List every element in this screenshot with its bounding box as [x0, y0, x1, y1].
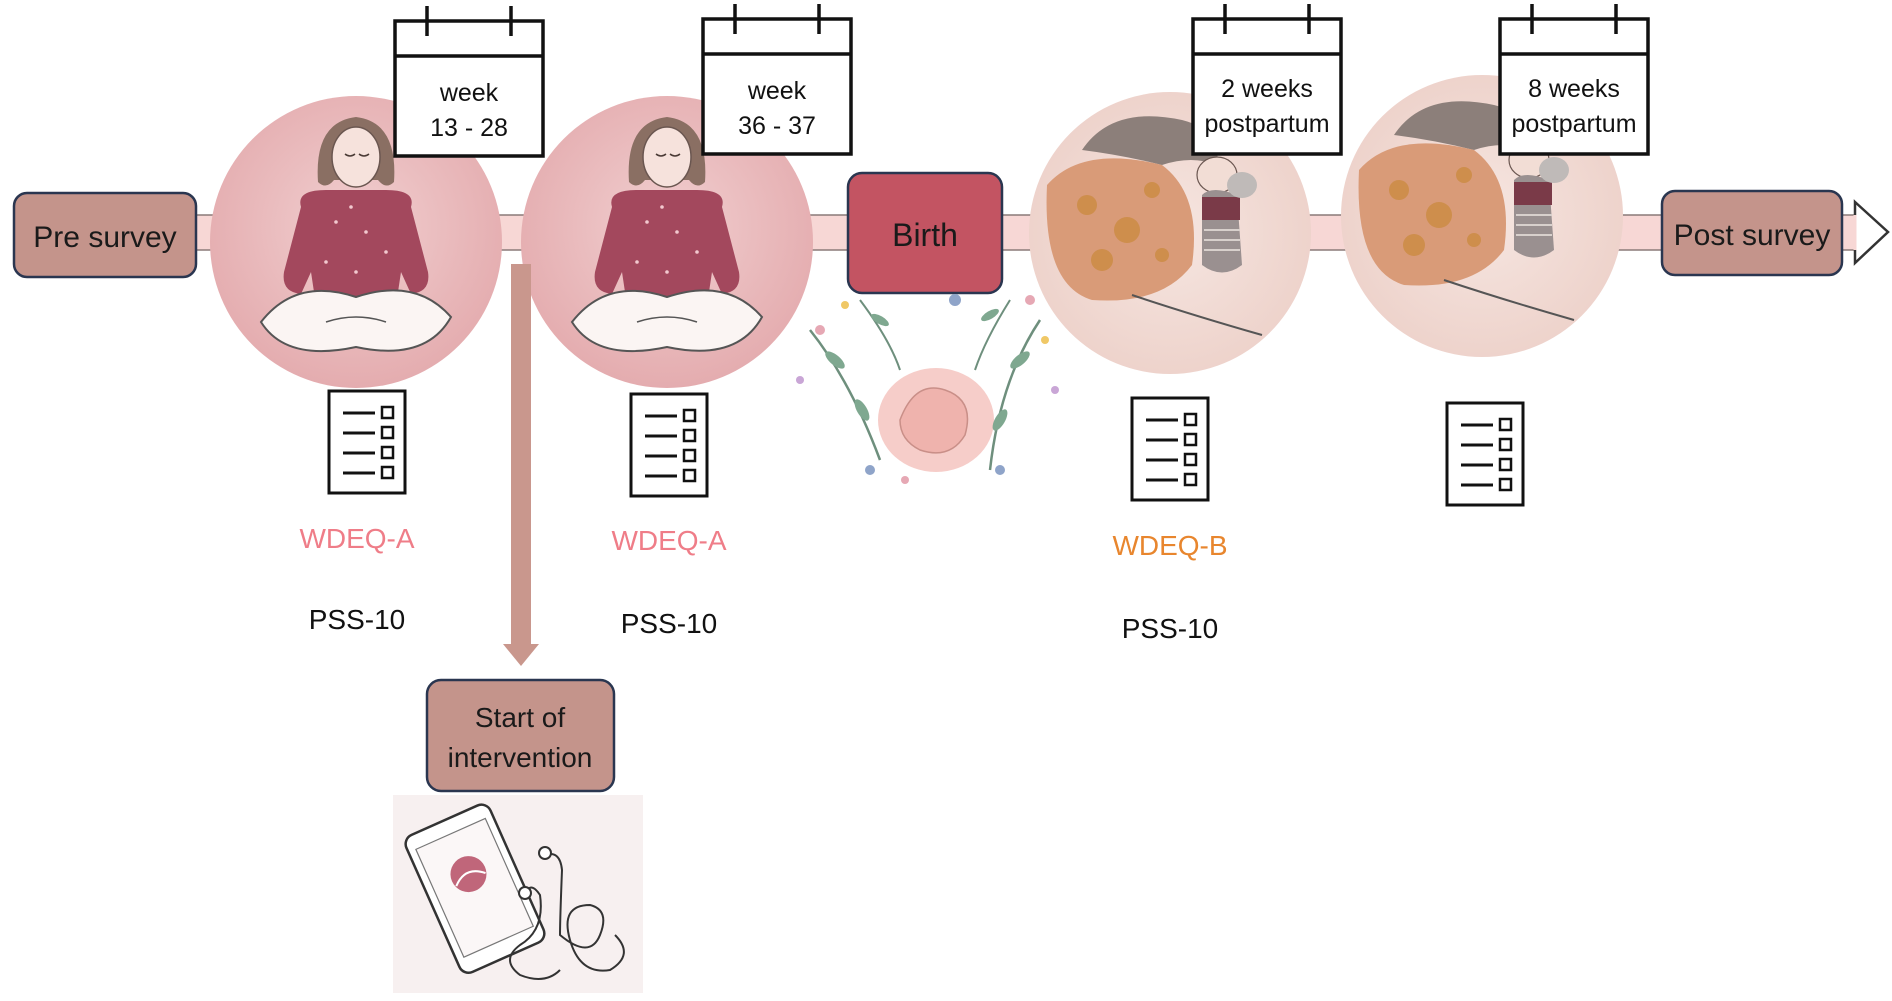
pss-10-label: PSS-10: [621, 608, 718, 639]
intervention-line2: intervention: [448, 742, 593, 773]
pre-survey-label: Pre survey: [33, 221, 176, 254]
calendar-icon: week 36 - 37: [701, 4, 853, 156]
calendar-icon: 2 weeks postpartum: [1191, 4, 1343, 156]
calendar-range-label: 36 - 37: [738, 112, 816, 140]
pregnant-woman-meditating-illustration: [210, 96, 502, 388]
intervention-line1: Start of: [475, 702, 565, 733]
post-survey-label: Post survey: [1674, 219, 1831, 252]
smartphone-earphones-illustration: [393, 795, 643, 993]
pregnant-woman-meditating-illustration: [521, 96, 813, 388]
pss-10-label: PSS-10: [1122, 613, 1219, 644]
calendar-range-label: postpartum: [1511, 110, 1636, 138]
questionnaire-checklist-icon: [1130, 396, 1210, 502]
floral-womb-illustration: [796, 294, 1059, 484]
pss-10-label: PSS-10: [309, 604, 406, 635]
birth-box: Birth: [846, 171, 1004, 295]
questionnaire-checklist-icon: [327, 389, 407, 495]
calendar-week-label: week: [747, 77, 807, 105]
calendar-week-label: week: [439, 79, 499, 107]
questionnaire-checklist-icon: [629, 392, 709, 498]
calendar-week-label: 2 weeks: [1221, 75, 1313, 103]
start-of-intervention-box: Start of intervention: [425, 678, 616, 793]
calendar-range-label: 13 - 28: [430, 114, 508, 142]
intervention-arrow: [503, 264, 539, 666]
post-survey-box: Post survey: [1660, 189, 1844, 277]
wdeq-a-label: WDEQ-A: [611, 525, 726, 556]
pre-survey-box: Pre survey: [12, 191, 198, 279]
wdeq-a-label: WDEQ-A: [299, 523, 414, 554]
questionnaire-checklist-icon: [1445, 401, 1525, 507]
calendar-week-label: 8 weeks: [1528, 75, 1620, 103]
wdeq-b-label: WDEQ-B: [1112, 530, 1227, 561]
calendar-range-label: postpartum: [1204, 110, 1329, 138]
calendar-icon: week 13 - 28: [393, 6, 545, 158]
mother-holding-baby-illustration: [1029, 92, 1311, 374]
calendar-icon: 8 weeks postpartum: [1498, 4, 1650, 156]
birth-label: Birth: [892, 217, 958, 253]
